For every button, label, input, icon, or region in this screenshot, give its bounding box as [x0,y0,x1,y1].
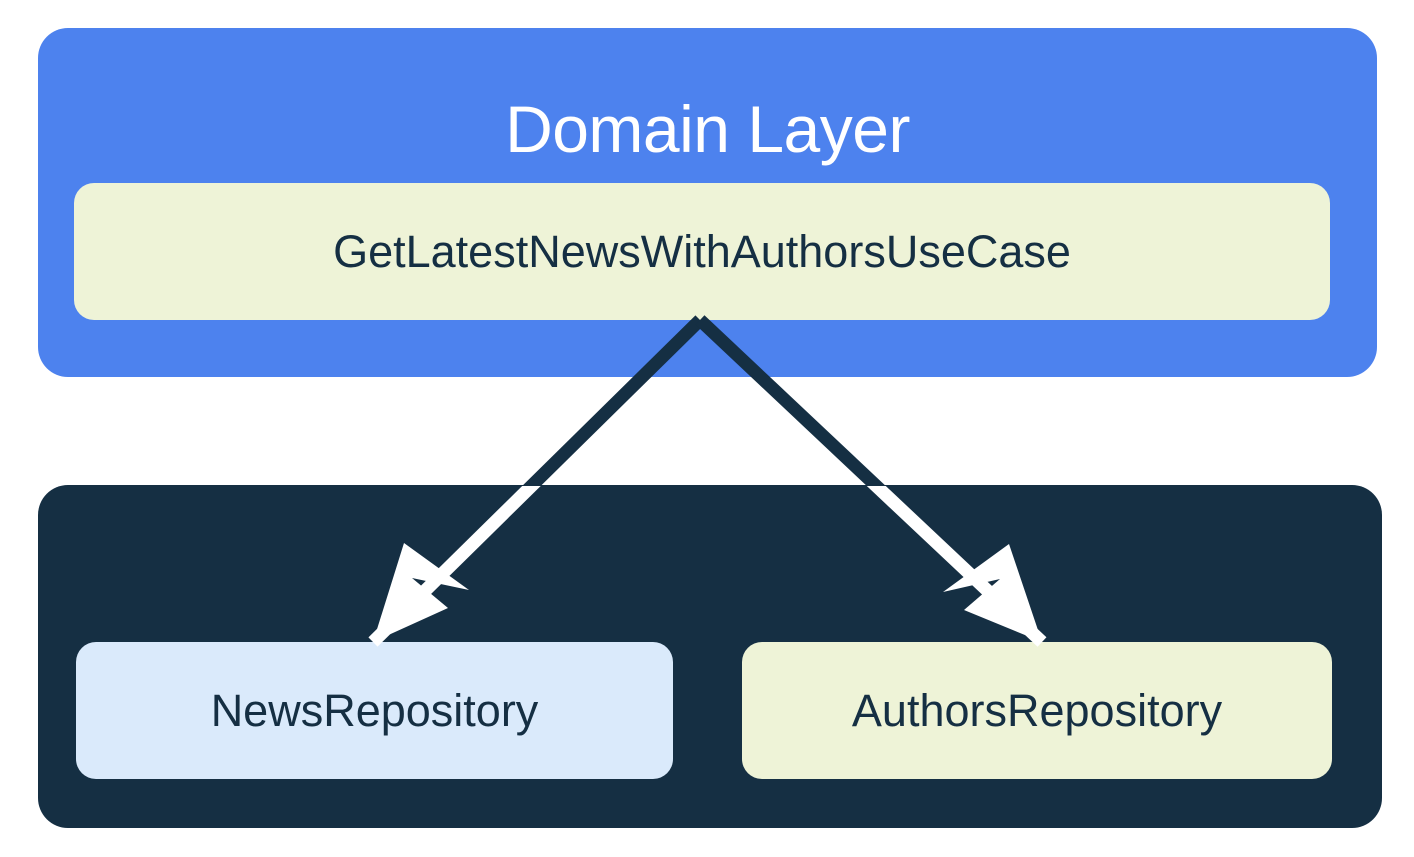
news-repository-card-label: NewsRepository [210,685,539,736]
domain-layer-title: Domain Layer [505,92,910,166]
usecase-card-label: GetLatestNewsWithAuthorsUseCase [333,226,1071,277]
news-repository-card[interactable]: NewsRepository [76,642,673,779]
authors-repository-card-label: AuthorsRepository [851,685,1223,736]
authors-repository-card[interactable]: AuthorsRepository [742,642,1332,779]
usecase-card[interactable]: GetLatestNewsWithAuthorsUseCase [74,183,1330,320]
